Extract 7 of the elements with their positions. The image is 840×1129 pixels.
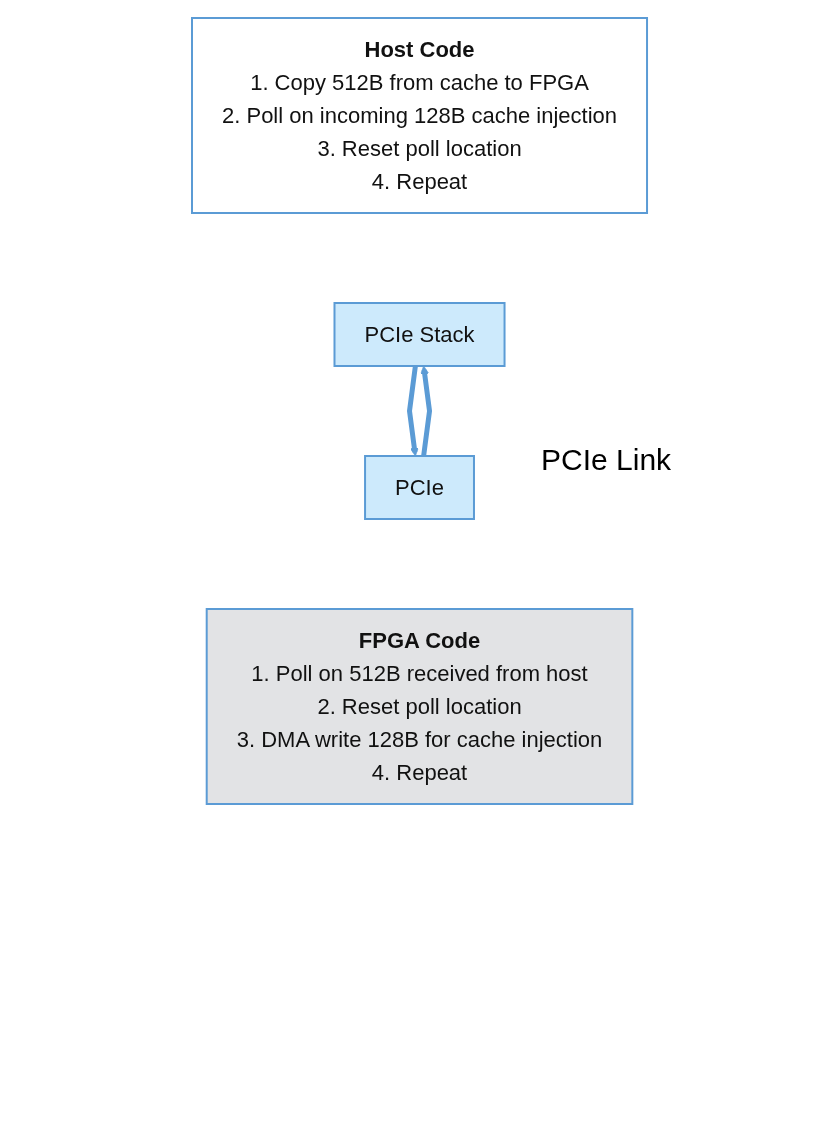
node-box: Host Code 1. Copy 512B from cache to FPGA 2. Poll on incoming 128B cache injection 3. Reset poll location 4. Repeat: [191, 17, 649, 214]
arrow: [420, 365, 433, 457]
arrow: [407, 365, 420, 457]
node-box: PCIe Stack: [334, 302, 506, 367]
link-label: PCIe Link: [541, 443, 672, 477]
node-box: FPGA Code 1. Poll on 512B received from host 2. Reset poll location 3. DMA write 128B for cache injection 4. Repeat: [206, 608, 634, 805]
node-box: PCIe: [364, 455, 476, 520]
